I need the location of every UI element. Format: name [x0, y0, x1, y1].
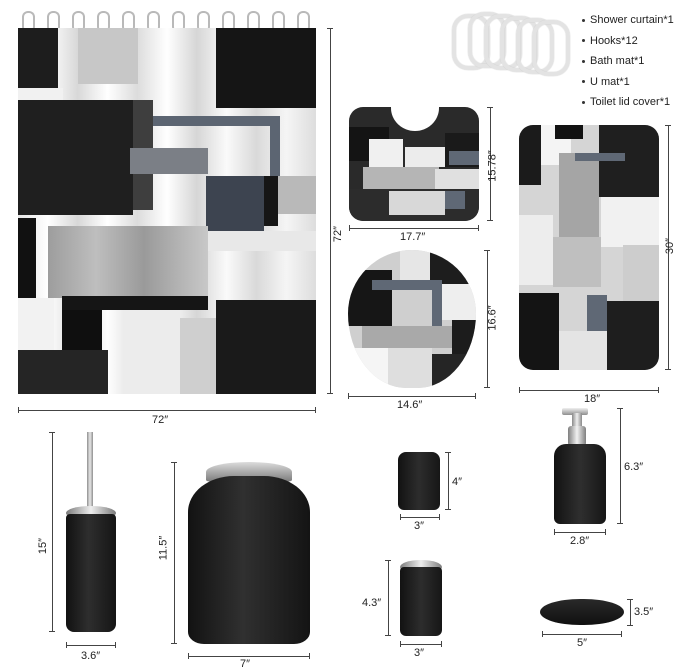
brush-width-line: [66, 645, 116, 646]
cup-height-line: [448, 452, 449, 510]
list-item: Toilet lid cover*1: [582, 92, 674, 113]
curtain-height-line: [330, 28, 331, 394]
soap-dish-image: [540, 599, 624, 625]
bullet-icon: [582, 18, 585, 22]
u-mat-width-line: [349, 228, 479, 229]
cup-width-label: 3″: [414, 520, 425, 532]
bath-mat-width-label: 18″: [584, 393, 601, 405]
ring-icon: [516, 18, 554, 74]
hook-icon: [272, 11, 285, 31]
holder-height-label: 4.3″: [362, 597, 382, 609]
cup-width-line: [400, 517, 440, 518]
list-item: Shower curtain*1: [582, 10, 674, 31]
list-item: Hooks*12: [582, 31, 674, 52]
ring-icon: [468, 12, 506, 68]
curtain-height-label: 72″: [332, 225, 345, 243]
u-mat-height-label: 15.78″: [486, 150, 499, 182]
bath-mat-height-label: 30″: [664, 237, 677, 255]
lid-cover-width-line: [348, 396, 476, 397]
bullet-icon: [582, 39, 585, 43]
lid-cover-height-line: [487, 250, 488, 388]
dispenser-height-line: [620, 408, 621, 524]
bath-mat-image: [519, 125, 659, 370]
lid-cover-height-label: 16.6″: [486, 305, 499, 331]
list-item: Bath mat*1: [582, 51, 674, 72]
dispenser-width-line: [554, 532, 606, 533]
soap-dish-height-label: 3.5″: [634, 606, 654, 618]
toilet-brush-image: [62, 432, 120, 632]
hook-icon: [247, 11, 260, 31]
shower-rings-image: [452, 8, 570, 76]
u-mat-image: [349, 107, 479, 221]
soap-dish-height-line: [630, 599, 631, 626]
dispenser-width-label: 2.8″: [570, 535, 590, 547]
bath-mat-width-line: [519, 390, 659, 391]
hook-icon: [47, 11, 60, 31]
hook-icon: [197, 11, 210, 31]
hook-icon: [147, 11, 160, 31]
curtain-width-label: 72″: [152, 414, 169, 426]
trash-height-line: [174, 462, 175, 644]
soap-dispenser-image: [552, 408, 608, 524]
hook-icon: [222, 11, 235, 31]
lid-cover-width-label: 14.6″: [397, 399, 423, 411]
holder-width-label: 3″: [414, 647, 425, 659]
soap-dish-width-label: 5″: [577, 637, 588, 649]
shower-curtain-image: [18, 28, 316, 394]
hook-icon: [97, 11, 110, 31]
cup-height-label: 4″: [452, 476, 463, 488]
curtain-width-line: [18, 410, 316, 411]
bullet-icon: [582, 59, 585, 63]
contents-list: Shower curtain*1 Hooks*12 Bath mat*1 U m…: [582, 10, 674, 113]
dispenser-height-label: 6.3″: [624, 461, 644, 473]
bath-mat-height-line: [668, 125, 669, 370]
ring-icon: [532, 20, 570, 76]
hook-icon: [72, 11, 85, 31]
hook-icon: [122, 11, 135, 31]
bullet-icon: [582, 100, 585, 104]
trash-width-label: 7″: [240, 658, 251, 670]
toothbrush-holder-image: [398, 560, 444, 636]
tumbler-cup-image: [398, 452, 440, 510]
hook-icon: [172, 11, 185, 31]
holder-width-line: [400, 644, 442, 645]
brush-height-line: [52, 432, 53, 632]
u-mat-width-label: 17.7″: [400, 231, 426, 243]
ring-icon: [484, 14, 522, 70]
brush-height-label: 15″: [37, 537, 50, 555]
trash-can-image: [188, 462, 310, 644]
soap-dish-width-line: [542, 634, 622, 635]
trash-height-label: 11.5″: [157, 535, 170, 561]
hook-icon: [297, 11, 310, 31]
u-mat-height-line: [490, 107, 491, 221]
ring-icon: [452, 14, 490, 70]
curtain-hooks: [14, 11, 320, 31]
brush-width-label: 3.6″: [81, 650, 101, 662]
hook-icon: [22, 11, 35, 31]
list-item: U mat*1: [582, 72, 674, 93]
toilet-lid-cover-image: [348, 250, 476, 388]
ring-icon: [500, 16, 538, 72]
trash-width-line: [188, 656, 310, 657]
holder-height-line: [388, 560, 389, 636]
bullet-icon: [582, 80, 585, 84]
